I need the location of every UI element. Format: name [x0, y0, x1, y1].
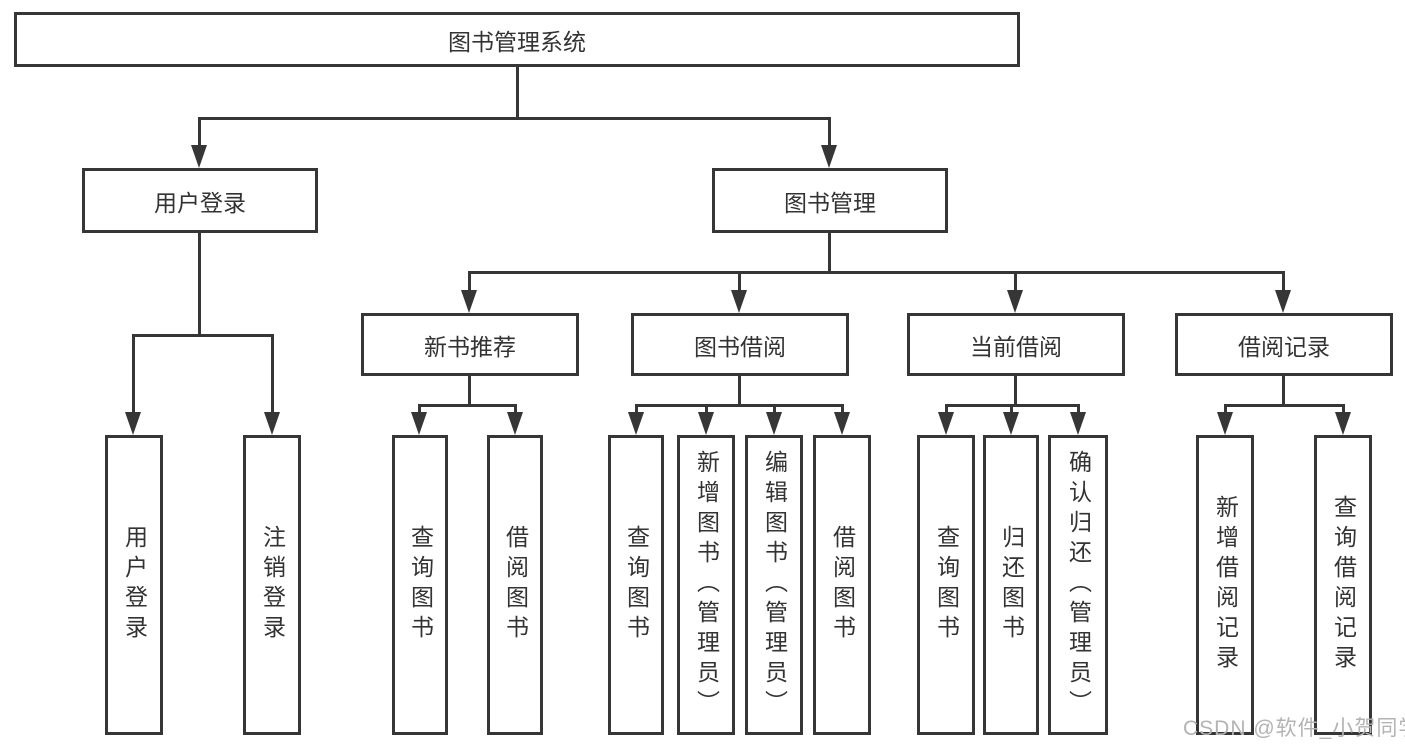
node-user-login-label: 用户登录: [154, 189, 246, 216]
connector-v: [514, 404, 517, 414]
connector-v: [418, 404, 421, 414]
leaf-nbr-query-books-label: 查询图书: [407, 525, 434, 645]
connector-v: [1282, 271, 1285, 291]
arrow-down: [1275, 290, 1291, 313]
leaf-bb-edit-books-label: 编辑图书（管理员）: [761, 450, 788, 720]
arrow-down: [821, 145, 837, 168]
leaf-br-add-record: 新增借阅记录: [1196, 435, 1254, 735]
leaf-bb-borrow-books: 借阅图书: [813, 435, 871, 735]
leaf-cb-confirm-return: 确认归还（管理员）: [1048, 435, 1108, 735]
node-new-book-rec: 新书推荐: [361, 313, 579, 376]
leaf-br-query-record-label: 查询借阅记录: [1330, 495, 1357, 675]
arrow-down: [461, 290, 477, 313]
leaf-nbr-borrow-books: 借阅图书: [487, 435, 543, 735]
connector-v: [705, 404, 708, 414]
node-borrow-records: 借阅记录: [1175, 313, 1393, 376]
arrow-down: [766, 412, 782, 435]
node-book-borrow: 图书借阅: [631, 313, 849, 376]
connector-root-stub: [516, 67, 519, 118]
node-book-mgmt-label: 图书管理: [784, 189, 876, 216]
leaf-bb-borrow-books-label: 借阅图书: [829, 525, 856, 645]
node-user-login: 用户登录: [82, 168, 318, 233]
node-book-mgmt: 图书管理: [712, 168, 948, 233]
connector-userlogin-stub: [198, 233, 201, 337]
leaf-br-add-record-label: 新增借阅记录: [1212, 495, 1239, 675]
arrow-down: [731, 290, 747, 313]
node-current-borrow: 当前借阅: [907, 313, 1125, 376]
leaf-bb-add-books-label: 新增图书（管理员）: [693, 450, 720, 720]
watermark: CSDN @软件_小贺同学: [1183, 717, 1405, 740]
arrow-down: [1217, 412, 1233, 435]
connector-br-stub: [1282, 376, 1285, 407]
connector-v: [132, 334, 135, 413]
connector-v: [1077, 404, 1080, 414]
arrow-down: [191, 145, 207, 168]
leaf-logout: 注销登录: [243, 435, 301, 735]
connector-bb-stub: [738, 376, 741, 407]
leaf-cb-return-books-label: 归还图书: [998, 525, 1025, 645]
connector-bookmgmt-stub: [828, 233, 831, 274]
node-borrow-records-label: 借阅记录: [1238, 333, 1330, 360]
connector-v: [468, 271, 471, 291]
arrow-down: [264, 412, 280, 435]
leaf-user-login-label: 用户登录: [121, 525, 148, 645]
leaf-cb-query-books: 查询图书: [917, 435, 975, 735]
leaf-bb-query-books-label: 查询图书: [623, 525, 650, 645]
connector-v: [738, 271, 741, 291]
leaf-bb-add-books: 新增图书（管理员）: [677, 435, 735, 735]
arrow-down: [1070, 412, 1086, 435]
connector-nbr-stub: [468, 376, 471, 407]
connector-level3-rail: [468, 271, 1285, 274]
node-root-label: 图书管理系统: [448, 28, 586, 55]
leaf-cb-query-books-label: 查询图书: [933, 525, 960, 645]
connector-v: [828, 117, 831, 147]
leaf-bb-query-books: 查询图书: [608, 435, 664, 735]
connector-v: [635, 404, 638, 414]
connector-level2-rail: [198, 117, 831, 120]
leaf-br-query-record: 查询借阅记录: [1314, 435, 1372, 735]
connector-v: [945, 404, 948, 414]
arrow-down: [1335, 412, 1351, 435]
node-root: 图书管理系统: [14, 12, 1020, 67]
connector-v: [271, 334, 274, 413]
leaf-cb-confirm-return-label: 确认归还（管理员）: [1065, 450, 1092, 720]
leaf-user-login: 用户登录: [105, 435, 163, 735]
connector-bb-rail: [635, 404, 844, 407]
node-current-borrow-label: 当前借阅: [970, 333, 1062, 360]
arrow-down: [125, 412, 141, 435]
arrow-down: [411, 412, 427, 435]
connector-v: [1010, 404, 1013, 414]
connector-v: [773, 404, 776, 414]
connector-v: [1014, 271, 1017, 291]
leaf-nbr-query-books: 查询图书: [392, 435, 448, 735]
arrow-down: [834, 412, 850, 435]
connector-v: [1342, 404, 1345, 414]
connector-cb-stub: [1014, 376, 1017, 407]
connector-userlogin-rail: [132, 334, 274, 337]
arrow-down: [1007, 290, 1023, 313]
leaf-cb-return-books: 归还图书: [983, 435, 1039, 735]
arrow-down: [507, 412, 523, 435]
leaf-bb-edit-books: 编辑图书（管理员）: [745, 435, 803, 735]
arrow-down: [698, 412, 714, 435]
leaf-logout-label: 注销登录: [259, 525, 286, 645]
arrow-down: [628, 412, 644, 435]
arrow-down: [938, 412, 954, 435]
node-new-book-rec-label: 新书推荐: [424, 333, 516, 360]
node-book-borrow-label: 图书借阅: [694, 333, 786, 360]
connector-br-rail: [1224, 404, 1345, 407]
arrow-down: [1003, 412, 1019, 435]
connector-v: [198, 117, 201, 147]
connector-nbr-rail: [418, 404, 517, 407]
connector-v: [841, 404, 844, 414]
connector-v: [1224, 404, 1227, 414]
leaf-nbr-borrow-books-label: 借阅图书: [502, 525, 529, 645]
